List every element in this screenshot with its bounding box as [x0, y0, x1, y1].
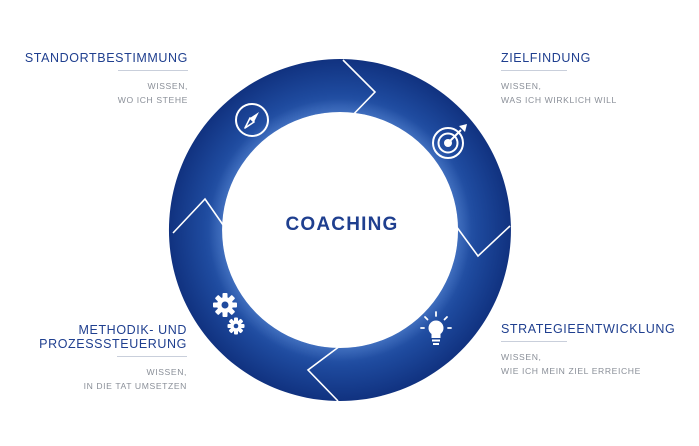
divider — [501, 70, 567, 71]
step-desc-line-1: WISSEN, — [501, 352, 542, 362]
step-zielfindung: ZIELFINDUNG WISSEN, WAS ICH WIRKLICH WIL… — [501, 51, 661, 107]
compass-icon — [235, 103, 269, 137]
segment-separators — [172, 59, 511, 402]
step-desc-line-2: WO ICH STEHE — [117, 95, 188, 105]
step-desc-line-1: WISSEN, — [147, 81, 188, 91]
step-title: STANDORTBESTIMMUNG — [24, 51, 188, 65]
divider — [501, 341, 567, 342]
step-strategieentwicklung: STRATEGIEENTWICKLUNG WISSEN, WIE ICH MEI… — [501, 322, 691, 378]
separator-right — [455, 225, 511, 258]
step-title: ZIELFINDUNG — [501, 51, 591, 65]
divider — [118, 70, 188, 71]
step-desc-line-2: WAS ICH WIRKLICH WILL — [501, 95, 617, 105]
step-desc-line-2: IN DIE TAT UMSETZEN — [83, 381, 187, 391]
lightbulb-icon — [420, 311, 452, 345]
step-desc-line-1: WISSEN, — [146, 367, 187, 377]
step-desc-line-1: WISSEN, — [501, 81, 542, 91]
cycle-ring-glow — [168, 59, 511, 401]
divider — [117, 356, 187, 357]
step-desc-line-2: WIE ICH MEIN ZIEL ERREICHE — [501, 366, 641, 376]
step-title-line-1: METHODIK- UND — [78, 323, 187, 337]
center-label: COACHING — [285, 214, 399, 235]
separator-top — [342, 59, 377, 124]
target-icon — [432, 124, 467, 159]
separator-left — [172, 197, 229, 234]
step-methodik-prozesssteuerung: METHODIK- UND PROZESSSTEUERUNG WISSEN, I… — [30, 323, 187, 393]
separator-bottom — [306, 345, 341, 402]
step-title-line-2: PROZESSSTEUERUNG — [39, 337, 187, 351]
step-title: STRATEGIEENTWICKLUNG — [501, 322, 676, 336]
gears-icon — [213, 293, 245, 335]
step-standortbestimmung: STANDORTBESTIMMUNG WISSEN, WO ICH STEHE — [20, 51, 188, 107]
